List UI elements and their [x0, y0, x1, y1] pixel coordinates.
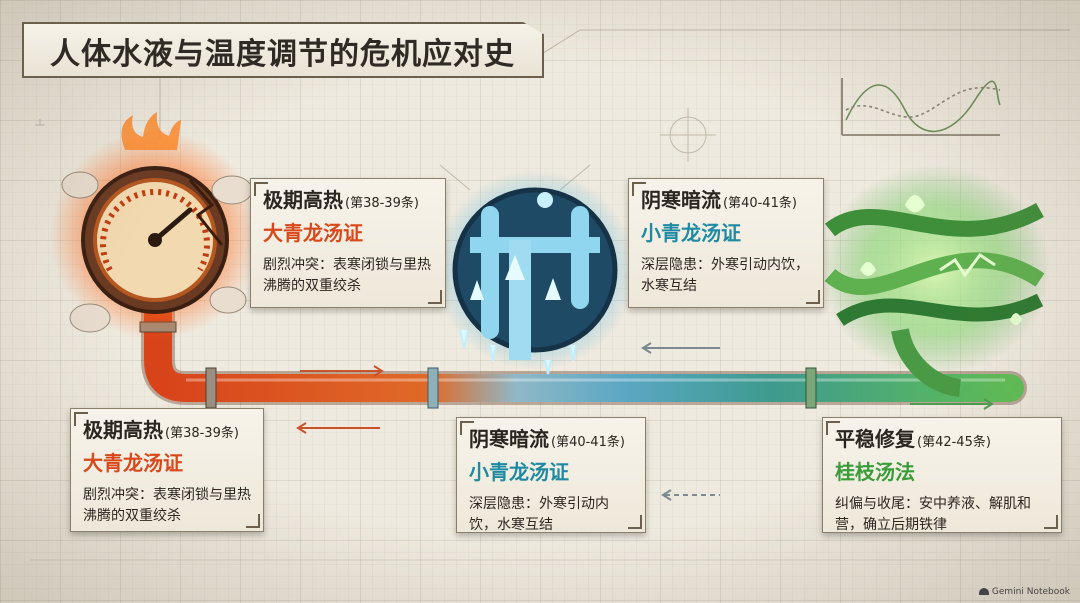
card-range: (第38-39条) — [165, 426, 239, 441]
card-range: (第38-39条) — [345, 196, 419, 211]
card-range: (第42-45条) — [917, 435, 991, 450]
card-cold-upper: 阴寒暗流(第40-41条) 小青龙汤证 深层隐患：外寒引动内饮，水寒互结 — [628, 178, 824, 308]
blueprint-lines — [30, 29, 1070, 561]
gemini-logo-icon — [978, 588, 989, 595]
card-header: 阴寒暗流(第40-41条) — [469, 428, 633, 451]
card-formula: 大青龙汤证 — [263, 221, 363, 245]
ice-pipe-icon — [435, 170, 635, 375]
title-banner — [22, 22, 544, 78]
card-range: (第40-41条) — [551, 435, 625, 450]
card-description: 剧烈冲突：表寒闭锁与里热沸腾的双重绞杀 — [83, 487, 251, 524]
card-title: 阴寒暗流 — [469, 427, 549, 451]
card-formula: 小青龙汤证 — [641, 221, 741, 245]
card-title: 阴寒暗流 — [641, 188, 721, 212]
footer-brand: Gemini Notebook — [978, 587, 1070, 597]
card-cold-lower: 阴寒暗流(第40-41条) 小青龙汤证 深层隐患：外寒引动内饮，水寒互结 — [456, 417, 646, 533]
card-formula: 桂枝汤法 — [835, 460, 915, 484]
card-description: 深层隐患：外寒引动内饮，水寒互结 — [469, 496, 609, 533]
card-range: (第40-41条) — [723, 196, 797, 211]
card-heat-lower: 极期高热(第38-39条) 大青龙汤证 剧烈冲突：表寒闭锁与里热沸腾的双重绞杀 — [70, 408, 264, 532]
card-title: 极期高热 — [83, 418, 163, 442]
card-header: 极期高热(第38-39条) — [83, 419, 251, 442]
flow-arrows — [296, 342, 994, 501]
green-vine-icon — [820, 165, 1050, 397]
card-repair: 平稳修复(第42-45条) 桂枝汤法 纠偏与收尾：安中养液、解肌和营，确立后期铁… — [822, 417, 1062, 533]
card-description: 剧烈冲突：表寒闭锁与里热沸腾的双重绞杀 — [263, 257, 431, 294]
card-heat-upper: 极期高热(第38-39条) 大青龙汤证 剧烈冲突：表寒闭锁与里热沸腾的双重绞杀 — [250, 178, 446, 308]
card-description: 纠偏与收尾：安中养液、解肌和营，确立后期铁律 — [835, 496, 1031, 533]
card-title: 平稳修复 — [835, 427, 915, 451]
card-title: 极期高热 — [263, 188, 343, 212]
card-formula: 大青龙汤证 — [83, 451, 183, 475]
card-description: 深层隐患：外寒引动内饮，水寒互结 — [641, 257, 809, 294]
card-header: 平稳修复(第42-45条) — [835, 428, 1049, 451]
wave-chart-sketch — [841, 78, 1001, 136]
card-formula: 小青龙汤证 — [469, 460, 569, 484]
fire-gauge-icon — [50, 112, 260, 340]
footer-label: Gemini Notebook — [991, 587, 1070, 597]
main-pipe — [144, 296, 1024, 402]
card-header: 阴寒暗流(第40-41条) — [641, 189, 811, 212]
card-header: 极期高热(第38-39条) — [263, 189, 433, 212]
page-title: 人体水液与温度调节的危机应对史 — [50, 37, 515, 72]
